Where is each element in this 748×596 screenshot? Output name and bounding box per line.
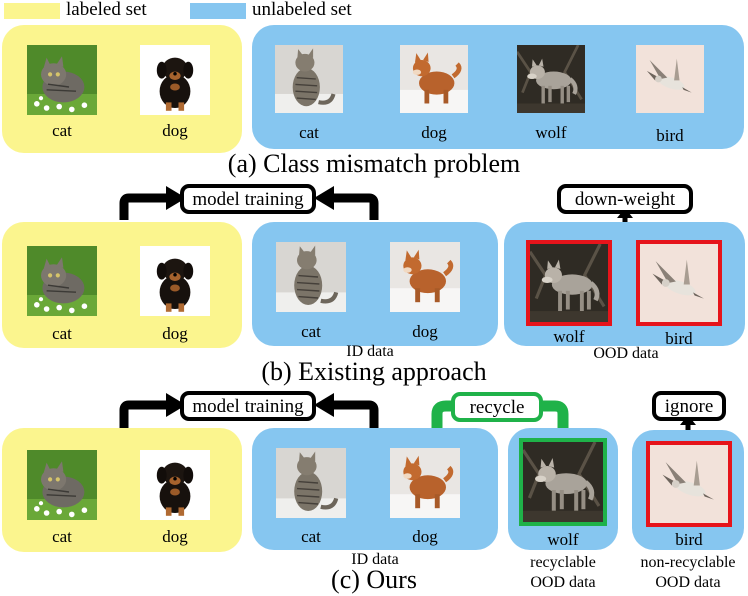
image-dog-id-c <box>390 448 460 518</box>
nonrecyclable-caption-line2: OOD data <box>655 574 721 591</box>
image-cat-id-c <box>276 448 346 518</box>
legend-labeled: labeled set <box>66 0 147 20</box>
image-wolf-ood-b <box>530 244 608 322</box>
image-dog-labeled-a <box>140 45 210 115</box>
label-bird-unlabeled-a: bird <box>656 126 684 145</box>
legend-unlabeled: unlabeled set <box>252 0 352 20</box>
label-wolf-ood-b: wolf <box>553 327 585 346</box>
label-bird-nonrecyclable: bird <box>675 530 703 549</box>
caption-c: (c) Ours <box>331 565 417 594</box>
image-dog-labeled-c <box>140 450 210 520</box>
training-arrowhead-c2 <box>314 393 334 417</box>
image-dog-id-b <box>390 242 460 312</box>
model-training-box-b: model training <box>180 184 316 214</box>
recycle-box: recycle <box>451 392 543 422</box>
label-cat-id-c: cat <box>301 527 321 546</box>
nonrecyclable-caption-line1: non-recyclable <box>640 554 736 571</box>
label-wolf-recyclable: wolf <box>547 530 579 549</box>
label-cat-b: cat <box>52 324 72 343</box>
image-wolf-unlabeled-a <box>517 45 585 113</box>
training-arrow-left-c <box>119 400 168 428</box>
labeled-swatch <box>4 3 60 19</box>
label-wolf-unlabeled-a: wolf <box>535 123 567 142</box>
training-arrow-right-b <box>334 193 379 220</box>
id-data-caption-c: ID data <box>351 551 399 568</box>
label-dog-id-c: dog <box>412 527 438 546</box>
model-training-box-c: model training <box>180 391 316 421</box>
training-arrow-right-c <box>334 400 379 428</box>
caption-a: (a) Class mismatch problem <box>227 149 521 178</box>
image-dog-labeled-b <box>140 246 210 316</box>
label-dog-b: dog <box>162 324 188 343</box>
label-cat-unlabeled-a: cat <box>299 123 319 142</box>
id-data-caption-b: ID data <box>346 343 394 360</box>
label-dog-unlabeled-a: dog <box>421 123 447 142</box>
training-arrowhead-c <box>166 393 186 417</box>
label-dog-c: dog <box>162 527 188 546</box>
label-dog-id-b: dog <box>412 322 438 341</box>
label-cat-id-b: cat <box>301 322 321 341</box>
recyclable-caption-line2: OOD data <box>530 574 596 591</box>
label-dog-a: dog <box>162 121 188 140</box>
training-arrowhead-b <box>166 186 186 210</box>
caption-b: (b) Existing approach <box>261 357 487 386</box>
training-arrow-left-b <box>119 193 168 220</box>
image-bird-ood-b <box>640 244 718 322</box>
image-bird-nonrecyclable <box>650 445 728 523</box>
training-arrowhead-b2 <box>314 186 334 210</box>
recyclable-caption-line1: recyclable <box>530 554 596 571</box>
image-cat-unlabeled-a <box>275 45 343 113</box>
downweight-box: down-weight <box>557 184 693 214</box>
image-bird-unlabeled-a <box>636 45 704 113</box>
image-dog-unlabeled-a <box>400 45 468 113</box>
image-cat-labeled-a <box>27 45 97 115</box>
image-cat-labeled-c <box>27 450 97 520</box>
image-cat-labeled-b <box>27 246 97 316</box>
ignore-box: ignore <box>652 391 726 421</box>
label-bird-ood-b: bird <box>665 329 693 348</box>
ood-data-caption-b: OOD data <box>593 345 659 362</box>
image-wolf-recyclable <box>523 442 603 522</box>
label-cat-c: cat <box>52 527 72 546</box>
unlabeled-swatch <box>190 3 246 19</box>
image-cat-id-b <box>276 242 346 312</box>
label-cat-a: cat <box>52 121 72 140</box>
